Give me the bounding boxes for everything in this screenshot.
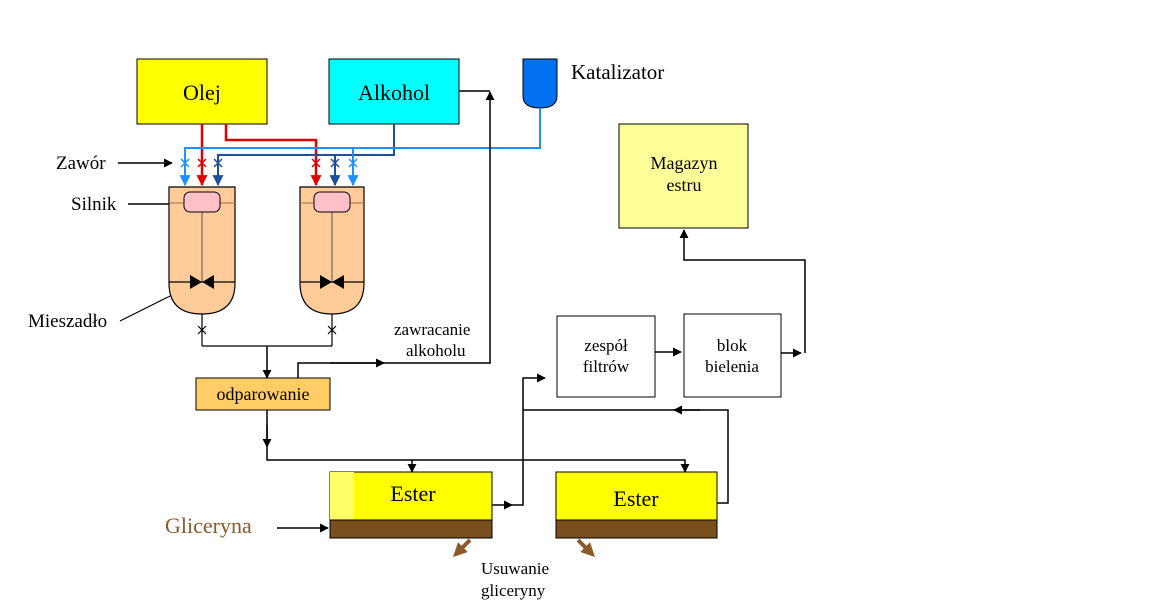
filter-unit-label-1: zespół (584, 336, 628, 355)
oil-label: Olej (183, 80, 221, 105)
storage-label-2: estru (667, 175, 702, 195)
reactor-left (168, 186, 236, 315)
alcohol-line (212, 124, 395, 187)
glycerin-removal-label-1: Usuwanie (481, 559, 549, 578)
ester-tank-right: Ester (555, 471, 718, 539)
glycerin-layer (555, 519, 718, 539)
bleaching-label-2: bielenia (705, 357, 759, 376)
ester-storage-box: Magazyn estru (618, 123, 749, 229)
glycerin-layer (329, 519, 493, 539)
motor-icon (313, 191, 351, 213)
storage-label-1: Magazyn (651, 153, 718, 173)
alcohol-return-label-1: zawracanie (394, 320, 470, 339)
to-ester-line (266, 410, 690, 473)
oil-box: Olej (136, 58, 268, 125)
valve-label: Zawór (56, 153, 106, 174)
catalyst-label: Katalizator (571, 60, 664, 84)
evaporation-box: odparowanie (195, 377, 331, 411)
recirculation-line (523, 409, 729, 504)
alcohol-box: Alkohol (328, 58, 460, 125)
reactor-right (299, 186, 365, 315)
motor-label: Silnik (71, 194, 117, 215)
alcohol-return-label-2: alkoholu (406, 341, 466, 360)
glycerin-label: Gliceryna (165, 513, 252, 538)
mixer-blade-icon (190, 275, 214, 289)
glycerin-removal-arrow-left (453, 538, 472, 557)
glycerin-removal-label-2: gliceryny (481, 581, 546, 600)
glycerin-removal-arrow-right (576, 538, 595, 557)
motor-icon (183, 191, 221, 213)
alcohol-return-line (297, 91, 495, 378)
ester-left-label: Ester (390, 481, 436, 506)
bleaching-label-1: blok (717, 336, 748, 355)
filter-unit-box: zespół filtrów (556, 315, 656, 398)
to-storage-line (679, 229, 806, 353)
evaporation-label: odparowanie (217, 384, 310, 404)
ester-right-label: Ester (613, 486, 659, 511)
bleaching-box: blok bielenia (683, 313, 782, 398)
alcohol-label: Alkohol (358, 80, 430, 105)
reactor-outlets (197, 314, 337, 347)
catalyst-line (179, 108, 541, 187)
valve-icon (180, 158, 358, 168)
to-filter-line (512, 373, 546, 506)
catalyst-funnel: Katalizator (522, 58, 664, 109)
filter-unit-label-2: filtrów (583, 357, 630, 376)
ester-tank-left: Ester (329, 471, 493, 539)
mixer-label: Mieszadło (28, 311, 107, 332)
mixer-blade-icon (320, 275, 344, 289)
